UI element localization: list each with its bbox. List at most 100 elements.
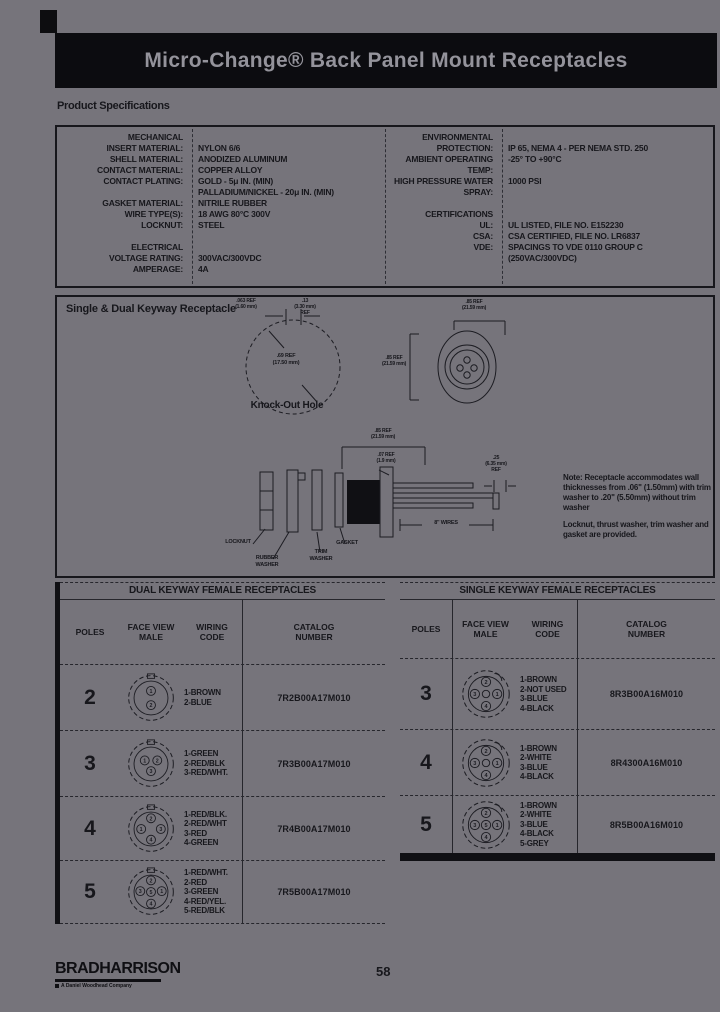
note-wall-thickness: Note: Receptacle accommodates wall thick… [563,473,711,512]
spec-value: 4A [198,264,209,274]
logo-underline [55,979,161,982]
table-row: 4 2 3 1 4 1-BROWN 2-WHITE 3-BLUE 4-BLACK… [400,730,715,796]
spec-label: CONTACT PLATING: [103,176,183,186]
catalog-number: 8R4300A16M010 [577,730,715,795]
front-dim-left: .85 REF (21.59 mm) [381,355,407,367]
diagram-linework [245,309,516,560]
catalog-number: 7R5B00A17M010 [242,861,385,923]
svg-text:3: 3 [159,826,162,832]
spec-value: NITRILE RUBBER [198,198,267,208]
spec-value: CSA CERTIFIED, FILE NO. LR6837 [508,231,641,241]
face-view-male-2pole: 1 2 [128,672,174,721]
spec-label: AMPERAGE: [132,264,183,274]
front-dim-top: .85 REF (21.59 mm) [461,299,487,311]
page-title: Micro-Change® Back Panel Mount Receptacl… [144,48,628,72]
knockout-dim-right: .13 (3.30 mm) REF [294,298,316,316]
knockout-dim-center: .69 REF (17.50 mm) [272,353,300,366]
spec-label: AMBIENT OPERATING TEMP: [405,154,493,175]
poles-value: 3 [420,682,432,705]
table-bottom-bar [400,853,715,861]
svg-text:1: 1 [143,758,146,764]
logo-bullet-icon [55,984,59,988]
svg-text:2: 2 [150,703,153,709]
spec-heading: MECHANICAL [127,132,183,142]
dual-keyway-table: DUAL KEYWAY FEMALE RECEPTACLES POLES FAC… [55,582,385,924]
poles-value: 4 [84,816,96,840]
face-view-cell: 2 3 1 4 [452,730,518,795]
wiring-code: 1-BROWN 2-WHITE 3-BLUE 4-BLACK [520,743,557,782]
spec-label: VDE: [473,242,493,252]
spec-value: 18 AWG 80°C 300V [198,209,271,219]
face-view-cell: 2 3 1 4 [452,659,518,729]
spec-label: PROTECTION: [436,143,494,153]
wiring-code: 1-RED/WHT. 2-RED 3-GREEN 4-RED/YEL. 5-RE… [184,868,228,916]
spec-label: GASKET MATERIAL: [102,198,183,208]
svg-text:4: 4 [484,773,488,779]
rubber-washer-label: RUBBER WASHER [255,555,279,568]
svg-text:1: 1 [160,889,163,895]
diagram-title: Single & Dual Keyway Receptacle [66,303,236,315]
table-row: 5 2 3 5 1 4 1-BROWN 2-WHITE 3-BLUE 4-BLA… [400,796,715,853]
brand-logo-text: BRADHARRISON [55,960,181,977]
gasket-label: GASKET [336,540,358,546]
catalog-number: 8R5B00A16M010 [577,796,715,853]
svg-text:2: 2 [156,758,159,764]
col-header-face-view: FACE VIEW MALE [452,600,518,658]
spec-label: UL: [479,220,493,230]
svg-text:1: 1 [495,692,498,698]
table-title: SINGLE KEYWAY FEMALE RECEPTACLES [400,582,715,600]
svg-text:5: 5 [484,823,487,829]
spec-label: WIRE TYPE(S): [124,209,184,219]
face-view-cell: 2 3 5 1 4 [452,796,518,853]
spec-value: IP 65, NEMA 4 - PER NEMA STD. 250 [508,143,648,153]
section-label: Product Specifications [57,100,170,112]
spec-label: SHELL MATERIAL: [109,154,183,164]
svg-text:3: 3 [473,823,476,829]
spec-heading: ELECTRICAL [131,242,183,252]
wiring-code: 1-GREEN 2-RED/BLK 3-RED/WHT. [184,749,228,778]
spec-value: 300VAC/300VDC [198,253,262,263]
trim-washer-label: TRIM WASHER [309,549,333,562]
face-view-cell: 2 1 3 4 [120,797,182,860]
svg-text:4: 4 [484,835,488,841]
table-row: 4 2 1 3 4 1-RED/BLK. 2-RED/WHT 3-RED 4-G… [60,797,385,861]
col-header-wiring-code: WIRING CODE [531,619,564,639]
face-view-male-5pole: 2 3 5 1 4 [128,867,174,915]
svg-text:2: 2 [484,680,487,686]
divider [385,129,386,284]
wiring-code: 1-BROWN 2-WHITE 3-BLUE 4-BLACK 5-GREY [520,800,557,848]
poles-value: 5 [84,880,96,903]
spec-value: -25° TO +90°C [508,154,562,164]
col-header-catalog-number: CATALOG NUMBER [577,600,715,658]
scan-artifact [40,10,57,33]
spec-value: STEEL [198,220,225,230]
face-view-cell: 1 2 3 [120,731,182,796]
mechanical-electrical-column: MECHANICAL INSERT MATERIAL:NYLON 6/6 SHE… [57,127,387,286]
svg-text:4: 4 [484,704,488,710]
section-dim-width: .85 REF (21.59 mm) [370,428,396,440]
brand-tagline: A Daniel Woodhead Company [61,983,132,989]
svg-text:2: 2 [150,816,153,822]
svg-text:3: 3 [139,889,142,895]
section-dim-panel: .07 REF (1.9 mm) [376,452,396,464]
page-number: 58 [376,964,391,979]
spec-value: ANODIZED ALUMINUM [198,154,288,164]
spec-label: HIGH PRESSURE WATER SPRAY: [394,176,493,197]
table-row: 3 1 2 3 1-GREEN 2-RED/BLK 3-RED/WHT. 7R3… [60,731,385,797]
spec-value: NYLON 6/6 [198,143,241,153]
svg-text:2: 2 [150,878,153,884]
face-view-cell: 2 3 5 1 4 [120,861,182,923]
receptacle-diagram-box: Single & Dual Keyway Receptacle .063 REF… [55,295,715,578]
col-header-poles: POLES [411,624,441,634]
title-bar: Micro-Change® Back Panel Mount Receptacl… [55,33,717,88]
divider [502,129,503,284]
col-header-catalog-number: CATALOG NUMBER [242,600,385,664]
spec-label: CSA: [473,231,493,241]
face-view-male-3pole: 2 3 1 4 [461,670,510,718]
svg-text:1: 1 [140,826,143,832]
svg-text:1: 1 [150,688,153,694]
poles-value: 3 [84,751,96,775]
table-row: 2 1 2 1-BROWN 2-BLUE 7R2B00A17M010 [60,665,385,731]
face-view-male-4pole: 2 3 1 4 [461,738,510,787]
